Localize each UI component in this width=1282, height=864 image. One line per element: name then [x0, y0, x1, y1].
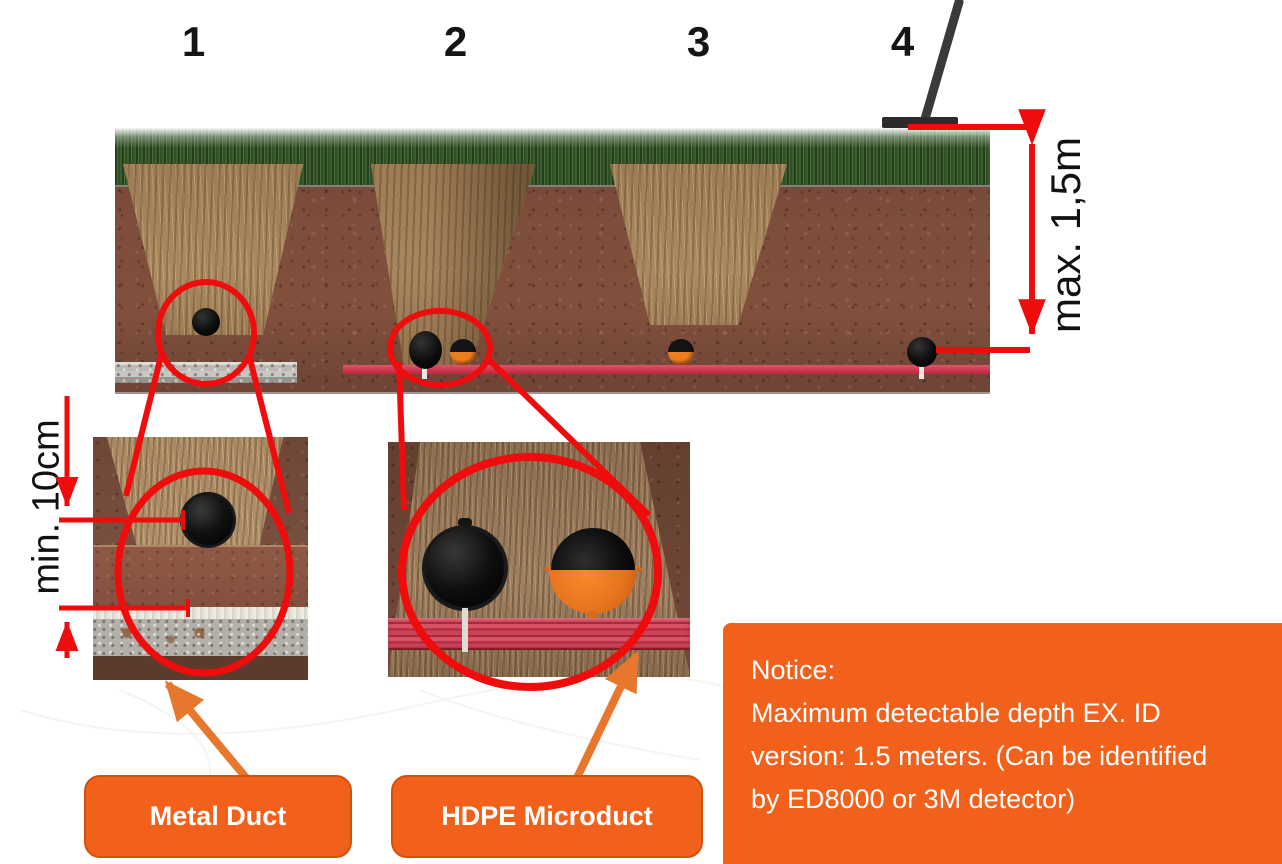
detail1-backfill-band — [93, 545, 308, 609]
hdpe-microduct-label-text: HDPE Microduct — [441, 801, 653, 831]
detector-foot — [882, 117, 958, 128]
detail1-subsoil — [93, 656, 308, 680]
notice-box: Notice: Maximum detectable depth EX. ID … — [723, 623, 1282, 864]
duct-trench2 — [409, 331, 442, 369]
soil-cross-section-photo — [115, 128, 990, 394]
metal-duct-strip — [115, 362, 297, 383]
detail-photo-hdpe-microduct — [388, 442, 690, 677]
detail2-stake — [462, 608, 468, 652]
detail2-hdpe-duct — [422, 525, 508, 611]
notice-line: version: 1.5 meters. (Can be identified — [751, 741, 1208, 771]
metal-duct-arrow — [164, 680, 252, 783]
notice-line: by ED8000 or 3M detector) — [751, 784, 1076, 814]
min-cover-label: min. 10cm — [25, 419, 68, 595]
scenario-number-1: 1 — [181, 18, 205, 65]
notice-line: Maximum detectable depth EX. ID — [751, 698, 1161, 728]
warning-tape — [343, 365, 990, 374]
marker-ball-trench3 — [668, 339, 694, 365]
marker-ball-trench2 — [450, 339, 476, 365]
detail2-warning-tape — [388, 618, 690, 650]
detail1-metal-duct-band — [93, 619, 308, 656]
scenario-number-2: 2 — [443, 18, 467, 65]
detail1-cable-duct — [180, 492, 236, 548]
scenario-number-4: 4 — [890, 18, 914, 65]
notice-heading: Notice: — [751, 655, 836, 685]
duct-trench1 — [192, 308, 220, 336]
max-depth-label: max. 1,5m — [1042, 136, 1089, 334]
detail1-duct-top-layer — [93, 607, 308, 619]
duct-scenario4-stake — [919, 366, 924, 379]
metal-duct-label: Metal Duct — [84, 775, 352, 858]
scenario-number-3: 3 — [686, 18, 710, 65]
metal-duct-label-text: Metal Duct — [149, 801, 287, 831]
detail-photo-metal-duct — [93, 437, 308, 680]
hdpe-microduct-label: HDPE Microduct — [391, 775, 703, 858]
duct-scenario4 — [907, 337, 937, 367]
